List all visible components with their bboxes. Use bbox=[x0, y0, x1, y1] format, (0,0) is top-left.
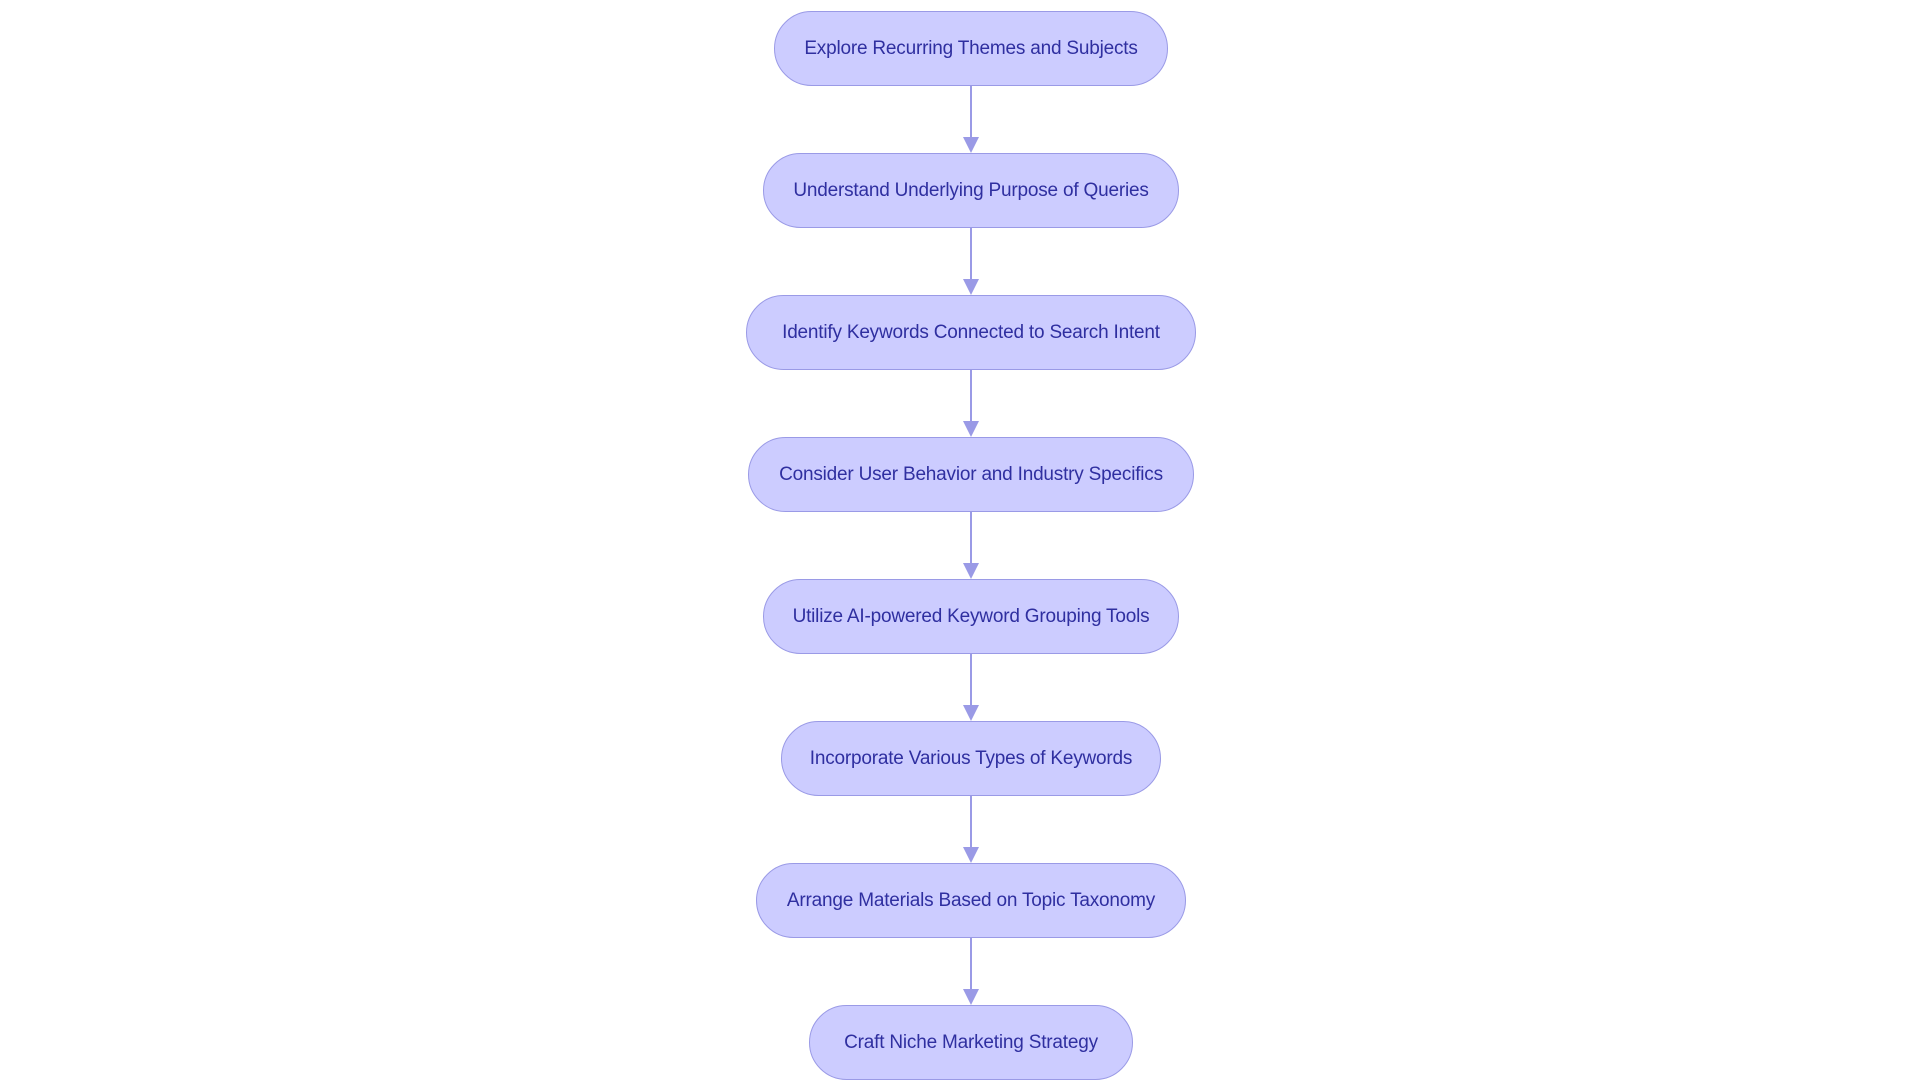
edge-arrowhead-7 bbox=[963, 989, 979, 1005]
step-craft-strategy: Craft Niche Marketing Strategy bbox=[809, 1005, 1133, 1080]
edge-arrowhead-6 bbox=[963, 847, 979, 863]
edge-arrowhead-4 bbox=[963, 563, 979, 579]
step-explore-themes: Explore Recurring Themes and Subjects bbox=[774, 11, 1168, 86]
step-utilize-ai-tools: Utilize AI-powered Keyword Grouping Tool… bbox=[763, 579, 1179, 654]
step-consider-behavior: Consider User Behavior and Industry Spec… bbox=[748, 437, 1194, 512]
step-arrange-materials: Arrange Materials Based on Topic Taxonom… bbox=[756, 863, 1186, 938]
step-identify-keywords: Identify Keywords Connected to Search In… bbox=[746, 295, 1196, 370]
edge-arrowhead-2 bbox=[963, 279, 979, 295]
step-understand-purpose: Understand Underlying Purpose of Queries bbox=[763, 153, 1179, 228]
edge-arrowhead-3 bbox=[963, 421, 979, 437]
step-incorporate-keywords: Incorporate Various Types of Keywords bbox=[781, 721, 1161, 796]
edge-arrowhead-1 bbox=[963, 137, 979, 153]
edge-arrowhead-5 bbox=[963, 705, 979, 721]
